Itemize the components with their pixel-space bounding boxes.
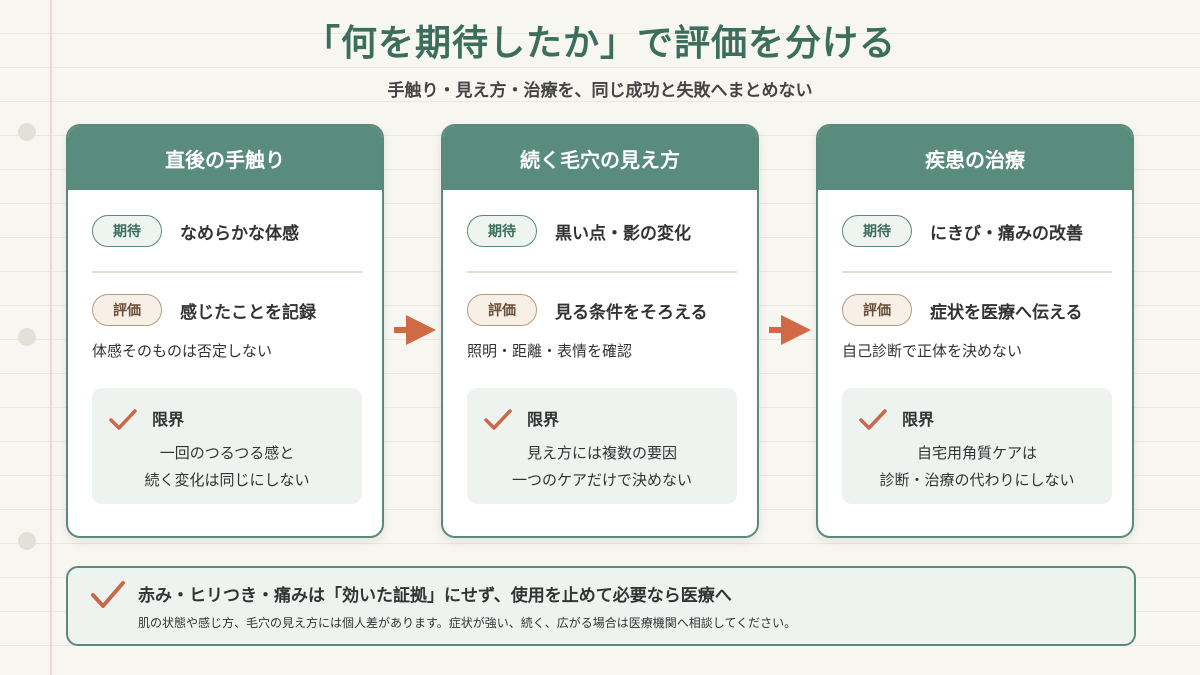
checkmark-icon	[109, 409, 137, 430]
eval-row: 評価 感じたことを記録	[92, 294, 316, 326]
limit-line: 自宅用角質ケアは	[916, 444, 1037, 462]
eval-text: 感じたことを記録	[180, 302, 316, 323]
eval-badge: 評価	[467, 294, 537, 326]
page-subtitle: 手触り・見え方・治療を、同じ成功と失敗へまとめない	[387, 81, 813, 101]
card-treatment: 疾患の治療 期待 にきび・痛みの改善 評価 症状を医療へ伝える 自己診断で正体を…	[816, 124, 1134, 538]
divider	[92, 271, 362, 273]
expect-row: 期待 黒い点・影の変化	[467, 215, 691, 247]
limit-box: 限界 見え方には複数の要因 一つのケアだけで決めない	[467, 388, 737, 504]
checkmark-icon	[484, 409, 512, 430]
eval-note: 自己診断で正体を決めない	[842, 342, 1023, 360]
warning-description: 肌の状態や感じ方、毛穴の見え方には個人差があります。症状が強い、続く、広がる場合…	[138, 616, 797, 630]
eval-note: 体感そのものは否定しない	[92, 342, 273, 360]
eval-text: 見る条件をそろえる	[555, 302, 708, 323]
eval-badge: 評価	[842, 294, 912, 326]
limit-title: 限界	[902, 410, 935, 429]
warning-box: 赤み・ヒリつき・痛みは「効いた証拠」にせず、使用を止めて必要なら医療へ 肌の状態…	[66, 566, 1136, 646]
limit-box: 限界 一回のつるつる感と 続く変化は同じにしない	[92, 388, 362, 504]
card-touch: 直後の手触り 期待 なめらかな体感 評価 感じたことを記録 体感そのものは否定し…	[66, 124, 384, 538]
limit-line: 一回のつるつる感と	[159, 444, 295, 462]
checkmark-icon	[859, 409, 887, 430]
divider	[842, 271, 1112, 273]
binder-hole	[18, 532, 36, 550]
notebook-margin-line	[50, 0, 52, 675]
right-arrow-icon	[769, 315, 811, 345]
limit-title: 限界	[152, 410, 185, 429]
card-pores: 続く毛穴の見え方 期待 黒い点・影の変化 評価 見る条件をそろえる 照明・距離・…	[441, 124, 759, 538]
expect-text: にきび・痛みの改善	[930, 223, 1083, 244]
eval-row: 評価 見る条件をそろえる	[467, 294, 708, 326]
divider	[467, 271, 737, 273]
expect-row: 期待 にきび・痛みの改善	[842, 215, 1083, 247]
limit-line: 診断・治療の代わりにしない	[879, 471, 1075, 489]
warning-title: 赤み・ヒリつき・痛みは「効いた証拠」にせず、使用を止めて必要なら医療へ	[138, 586, 732, 606]
limit-line: 一つのケアだけで決めない	[511, 471, 692, 489]
page-title: 「何を期待したか」で評価を分ける	[303, 22, 896, 64]
eval-row: 評価 症状を医療へ伝える	[842, 294, 1083, 326]
limit-line: 続く変化は同じにしない	[144, 471, 310, 489]
card-title: 疾患の治療	[818, 126, 1132, 190]
limit-box: 限界 自宅用角質ケアは 診断・治療の代わりにしない	[842, 388, 1112, 504]
right-arrow-icon	[394, 315, 436, 345]
limit-title: 限界	[527, 410, 560, 429]
eval-badge: 評価	[92, 294, 162, 326]
expect-text: 黒い点・影の変化	[555, 223, 691, 244]
binder-hole	[18, 328, 36, 346]
expect-badge: 期待	[92, 215, 162, 247]
eval-text: 症状を医療へ伝える	[930, 302, 1083, 323]
expect-badge: 期待	[842, 215, 912, 247]
expect-row: 期待 なめらかな体感	[92, 215, 299, 247]
header: 「何を期待したか」で評価を分ける 手触り・見え方・治療を、同じ成功と失敗へまとめ…	[0, 14, 1200, 101]
limit-line: 見え方には複数の要因	[526, 444, 677, 462]
checkmark-icon	[91, 581, 125, 608]
binder-hole	[18, 123, 36, 141]
card-title: 続く毛穴の見え方	[443, 126, 757, 190]
expect-badge: 期待	[467, 215, 537, 247]
eval-note: 照明・距離・表情を確認	[467, 342, 633, 360]
card-title: 直後の手触り	[68, 126, 382, 190]
expect-text: なめらかな体感	[180, 223, 299, 244]
